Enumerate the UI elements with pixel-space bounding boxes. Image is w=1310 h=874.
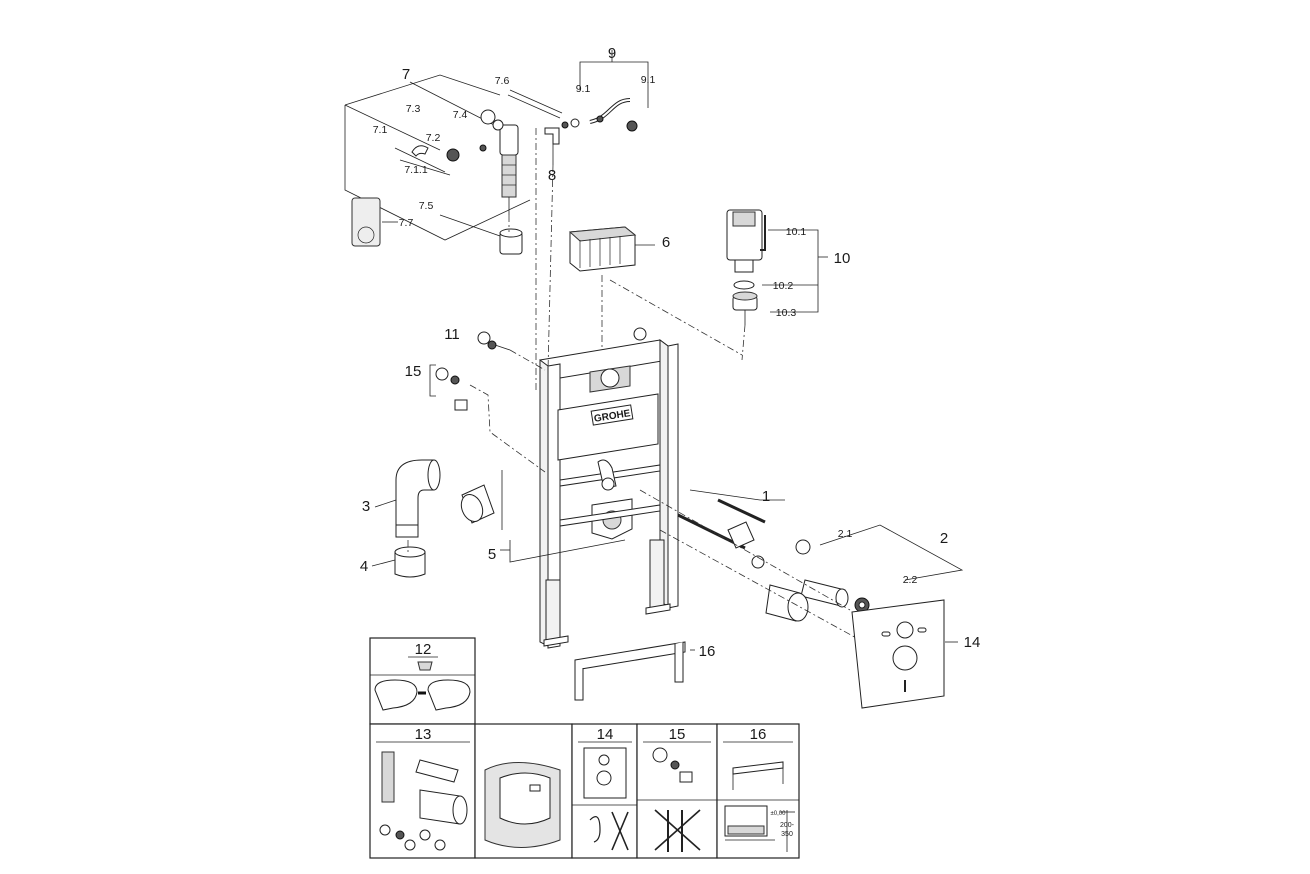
wall-anchor-icon [477, 331, 491, 345]
callout-11: 11 [444, 326, 460, 343]
angle-valve [499, 124, 519, 156]
panel-16 [716, 723, 800, 859]
bolt-set-1 [677, 489, 811, 569]
panel-12-label: 12 [415, 641, 432, 658]
seal-ring-icon [733, 280, 755, 290]
threaded-rod-icon [381, 751, 395, 803]
dimension-range-label-b: 350 [781, 831, 793, 838]
callout-10-1: 10.1 [786, 226, 807, 238]
drain-bend-part [374, 459, 441, 538]
callout-10: 10 [834, 250, 851, 267]
drain-sleeve-part [371, 540, 426, 578]
connector-sleeve-part [460, 470, 503, 530]
callout-7-2: 7.2 [426, 132, 441, 144]
insulation-mat [851, 599, 958, 709]
panel-15 [636, 723, 718, 859]
callout-7: 7 [402, 66, 410, 83]
panel-14-label: 14 [597, 726, 614, 743]
washer-icon [480, 109, 496, 125]
clip-icon [411, 145, 429, 157]
fixing-15 [429, 364, 546, 473]
dimension-range-label-a: 200- [780, 822, 795, 829]
valve-filter [501, 154, 517, 198]
callout-16: 16 [699, 643, 716, 660]
panel-install-photo [474, 723, 573, 859]
cap-nut-icon [795, 539, 811, 555]
cistern-part [568, 226, 743, 356]
parts-bag-icon [351, 197, 381, 247]
mounting-stand [574, 641, 695, 701]
callout-2-2: 2.2 [903, 574, 918, 586]
callout-5: 5 [488, 546, 496, 563]
dimension-zero-label: ±0,00 [771, 811, 787, 817]
callout-7-1-1: 7.1.1 [404, 164, 428, 176]
callout-3: 3 [362, 498, 370, 515]
callout-2: 2 [940, 530, 948, 547]
callout-7-4: 7.4 [453, 109, 468, 121]
callout-2-1: 2.1 [838, 528, 853, 540]
toilet-bowl-icon [374, 679, 418, 711]
installation-frame: GROHE [539, 327, 679, 649]
flush-valve-assembly [726, 209, 828, 361]
callout-7-3: 7.3 [406, 103, 421, 115]
grohe-logo [590, 404, 634, 426]
callout-14: 14 [964, 634, 981, 651]
panel-13-label: 13 [415, 726, 432, 743]
hose-nut-icon [626, 120, 638, 132]
callout-7-1: 7.1 [373, 124, 388, 136]
panel-16-label: 16 [750, 726, 767, 743]
nut-icon [446, 148, 460, 162]
callout-9-1-right: 9.1 [641, 74, 656, 86]
callout-8: 8 [548, 167, 556, 184]
adapter-icon [417, 661, 433, 671]
fixing-11 [477, 331, 546, 371]
callout-labels: 7 7.1 7.1.1 7.2 7.3 7.4 7.5 7.6 7.7 8 9 … [360, 45, 981, 660]
panel-labels: 12 13 14 15 16 ±0,00 200- 350 [415, 641, 795, 838]
panel-14 [571, 723, 638, 859]
callout-4: 4 [360, 558, 368, 575]
callout-9: 9 [608, 45, 616, 62]
flex-hose-group [579, 50, 649, 132]
callout-15: 15 [405, 363, 422, 380]
callout-9-1-left: 9.1 [576, 83, 591, 95]
valve-assembly-group [344, 74, 580, 255]
callout-6: 6 [662, 234, 670, 251]
panel-13 [369, 723, 476, 859]
callout-7-7: 7.7 [399, 217, 414, 229]
bracket-icon [544, 127, 560, 145]
panel-12 [369, 637, 476, 725]
callout-7-6: 7.6 [495, 75, 510, 87]
callout-1: 1 [762, 488, 770, 505]
callout-7-5: 7.5 [419, 200, 434, 212]
panel-15-label: 15 [669, 726, 686, 743]
callout-10-2: 10.2 [773, 280, 794, 292]
callout-10-3: 10.3 [776, 307, 797, 319]
